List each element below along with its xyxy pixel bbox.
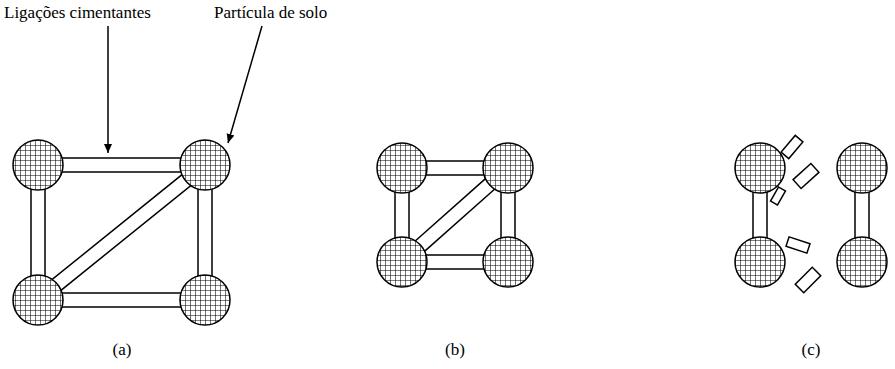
subfigure-label: (a) xyxy=(113,340,132,360)
soil-particle xyxy=(377,143,533,287)
soil-particle xyxy=(13,140,230,325)
leader-arrow xyxy=(228,26,262,143)
subfigure-label: (c) xyxy=(802,340,821,360)
leader-arrow xyxy=(107,26,109,153)
callout-label: Partícula de solo xyxy=(214,3,327,23)
subfigure-label: (b) xyxy=(445,340,465,360)
callout-label: Ligações cimentantes xyxy=(4,3,151,23)
soil-particle xyxy=(735,143,887,287)
